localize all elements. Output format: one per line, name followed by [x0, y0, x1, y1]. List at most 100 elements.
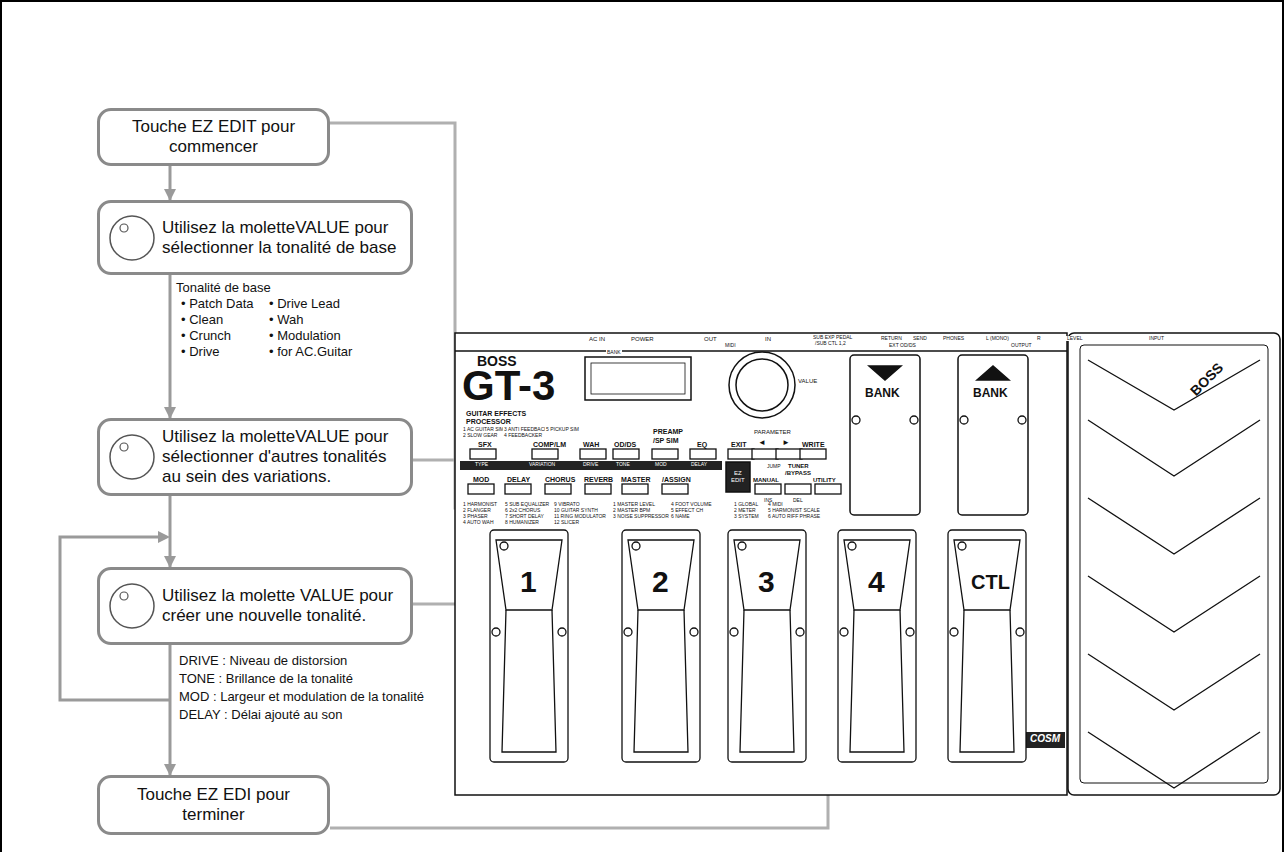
note-text: MOD : Largeur et modulation de la tonali…: [178, 690, 425, 704]
button: [545, 484, 571, 494]
device-label: 10 GUITAR SYNTH: [553, 508, 599, 513]
flow-arrow: [169, 645, 172, 775]
screw: [1016, 628, 1024, 636]
expression-pedal-tread: [1080, 345, 1268, 783]
screw: [960, 416, 968, 424]
led: [632, 542, 640, 550]
footswitch-plate: [740, 610, 794, 752]
footswitch-plate: [960, 610, 1014, 752]
screw: [840, 628, 848, 636]
note-text: • Wah: [268, 313, 304, 327]
button: [752, 449, 778, 459]
device-label: POWER: [630, 336, 655, 342]
device-label: BANK: [606, 350, 622, 355]
footswitch-plate: [954, 540, 1020, 610]
device-label: 4 FEEDBACKER: [503, 433, 543, 438]
device-label: 1 MASTER LEVEL: [612, 502, 656, 507]
device-label: VARIATION: [528, 462, 556, 467]
device-label: BANK: [972, 387, 1009, 400]
device-label: /SUB CTL 1,2: [814, 341, 847, 346]
device-label: 3 ANTI FEEDBACK: [503, 427, 549, 432]
device-label: REVERB: [583, 476, 614, 483]
led: [738, 542, 746, 550]
device-label: TONE: [615, 462, 631, 467]
device-label: DELAY: [690, 462, 708, 467]
button: [755, 484, 781, 494]
process-box: Touche EZ EDI pour terminer: [97, 775, 330, 835]
device-body: [455, 333, 1067, 795]
device-label: BANK: [864, 387, 901, 400]
process-box: Touche EZ EDIT pour commencer: [97, 108, 330, 166]
device-label: IN: [764, 336, 772, 342]
led: [958, 542, 966, 550]
note-text: • Modulation: [268, 329, 342, 343]
device-label: RETURN: [880, 336, 903, 341]
footswitch-plate: [628, 540, 694, 610]
note-text: Tonalité de base: [175, 281, 272, 295]
knob-dot: [120, 592, 128, 600]
device-label: EQ: [696, 441, 708, 448]
button: [622, 484, 648, 494]
device-label: EXT OD/DS: [888, 343, 917, 348]
device-label: MIDI: [724, 343, 737, 348]
box-text: Utilisez la molette VALUE pour créer une…: [162, 586, 400, 626]
button: [815, 484, 841, 494]
pedal-chevron: [1088, 654, 1260, 710]
screw: [910, 416, 918, 424]
device-label: UTILITY: [812, 477, 837, 483]
screw: [906, 628, 914, 636]
box-text: Utilisez la moletteVALUE pour sélectionn…: [162, 427, 400, 487]
device-label: 2 SLOW GEAR: [462, 433, 498, 438]
button: [690, 449, 716, 459]
ez-edit-button: [726, 462, 750, 492]
note-text: • Crunch: [180, 329, 232, 343]
button: [652, 449, 678, 459]
device-label: 3 NOISE SUPPRESSOR: [612, 514, 670, 519]
device-label: ◄: [757, 439, 767, 447]
knob-icon: [108, 214, 156, 262]
device-label: WRITE: [801, 441, 826, 448]
device-label: AC IN: [588, 336, 606, 342]
footswitch: [490, 530, 568, 762]
device-label: 1: [519, 566, 538, 598]
box-text-line: Touche EZ EDIT pour commencer: [110, 117, 317, 157]
note-text: • for AC.Guitar: [268, 345, 353, 359]
device-label: BOSS: [1187, 359, 1227, 399]
device-label: EZ: [733, 470, 743, 476]
device-label: MASTER: [620, 476, 652, 483]
footswitch: [948, 530, 1026, 762]
screw: [796, 628, 804, 636]
device-label: ►: [781, 439, 791, 447]
device-label: CTL: [970, 572, 1011, 593]
device-label: DRIVE: [582, 462, 599, 467]
knob-outline: [110, 435, 154, 479]
display: [585, 357, 691, 400]
button: [505, 484, 531, 494]
device-label: OUTPUT: [1010, 343, 1033, 348]
device-label: GUITAR EFFECTS: [465, 410, 527, 417]
button: [468, 484, 494, 494]
device-label: R: [1036, 336, 1042, 341]
device-label: 4 FOOT VOLUME: [670, 502, 712, 507]
device-label: TUNER: [787, 463, 810, 469]
device-label: PROCESSOR: [465, 418, 512, 425]
note-text: • Patch Data: [180, 297, 254, 311]
device-label: 7 SHORT DELAY: [504, 514, 545, 519]
flow-arrow: [169, 496, 172, 567]
device-label: /BYPASS: [784, 470, 812, 476]
device-label: 1 HARMONIST: [462, 502, 498, 507]
device-label: JUMP: [766, 464, 782, 469]
screw: [730, 628, 738, 636]
loop-arrowhead: [158, 531, 170, 543]
footswitch-plate: [496, 540, 562, 610]
device-label: OUT: [703, 336, 718, 342]
expression-pedal: [1068, 333, 1280, 795]
device-label: EXIT: [730, 441, 748, 448]
led: [500, 542, 508, 550]
device-label: WAH: [582, 441, 600, 448]
knob-dot: [120, 224, 128, 232]
device-label: MOD: [654, 462, 668, 467]
screw: [624, 628, 632, 636]
device-label: 1 GLOBAL: [733, 502, 759, 507]
device-label: 2: [651, 566, 670, 598]
